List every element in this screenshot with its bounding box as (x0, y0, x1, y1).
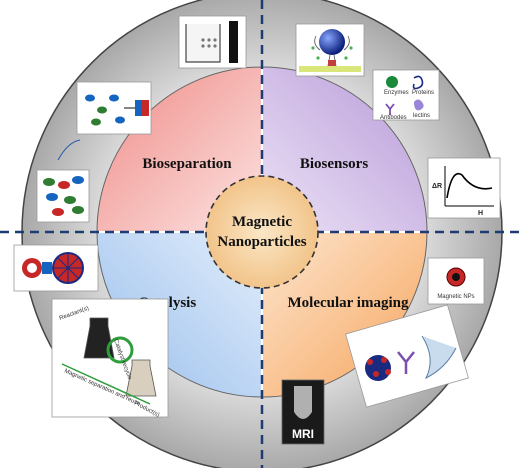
beaker-magnet-inset (178, 15, 247, 69)
label-proteins: Proteins (412, 90, 434, 96)
curved-arrow (57, 139, 81, 161)
label-enzymes: Enzymes (384, 90, 409, 96)
label-biosensors: Biosensors (300, 156, 369, 172)
center-label-line2: Nanoparticles (217, 234, 306, 250)
magnetic-nps-inset: Magnetic NPs (427, 257, 485, 305)
quadrant-biosensors (262, 67, 427, 232)
cell-membrane-icon (421, 335, 457, 380)
magnetic-bead-icon (319, 29, 345, 55)
nanoparticle-cluster-icon (365, 355, 391, 381)
separation-particles-inset (76, 81, 152, 135)
antibody-icon (385, 103, 395, 115)
graph-ylabel: ΔR (432, 183, 442, 190)
quadrant-catalysis (97, 232, 262, 397)
inner-disc (96, 66, 428, 398)
catalyst-cage-inset (13, 244, 99, 292)
antibody-probe-icon (397, 351, 415, 374)
label-molecular-imaging: Molecular imaging (288, 295, 409, 311)
graph-xlabel: H (478, 210, 483, 217)
center-label-line1: Magnetic (232, 214, 292, 230)
protein-icon (412, 75, 424, 90)
recycle-icon (106, 336, 134, 364)
particle-cluster-inset (36, 169, 90, 223)
response-curve (446, 173, 493, 199)
quadrant-molecular-imaging (262, 232, 427, 397)
sensor-graph-inset: ΔR H (427, 157, 501, 219)
molecular-imaging-inset (345, 304, 469, 408)
quadrant-bioseparation (97, 67, 262, 232)
catalysis-recycle-inset: Reactant(s) Catalyst recycle Magnetic se… (51, 298, 169, 419)
label-antibodes: Antibodes (380, 115, 407, 121)
label-lectins: lectins (413, 113, 430, 119)
enzyme-icon (386, 76, 398, 88)
bio-molecules-inset: Enzymes Proteins Antibodes lectins (372, 69, 440, 121)
magnet-bar-icon (229, 21, 238, 63)
label-bioseparation: Bioseparation (142, 156, 232, 172)
flask-clear-icon (125, 359, 157, 397)
beaker-icon (185, 24, 221, 63)
flask-dark-icon (83, 317, 115, 359)
center-circle (205, 175, 319, 289)
label-magnetic-nps: Magnetic NPs (437, 294, 474, 300)
mri-inset: MRI (281, 379, 325, 445)
mri-tube-icon (294, 386, 312, 419)
biosensor-ball-inset (295, 23, 365, 77)
label-mri: MRI (292, 427, 314, 441)
lectin-icon (414, 99, 424, 111)
